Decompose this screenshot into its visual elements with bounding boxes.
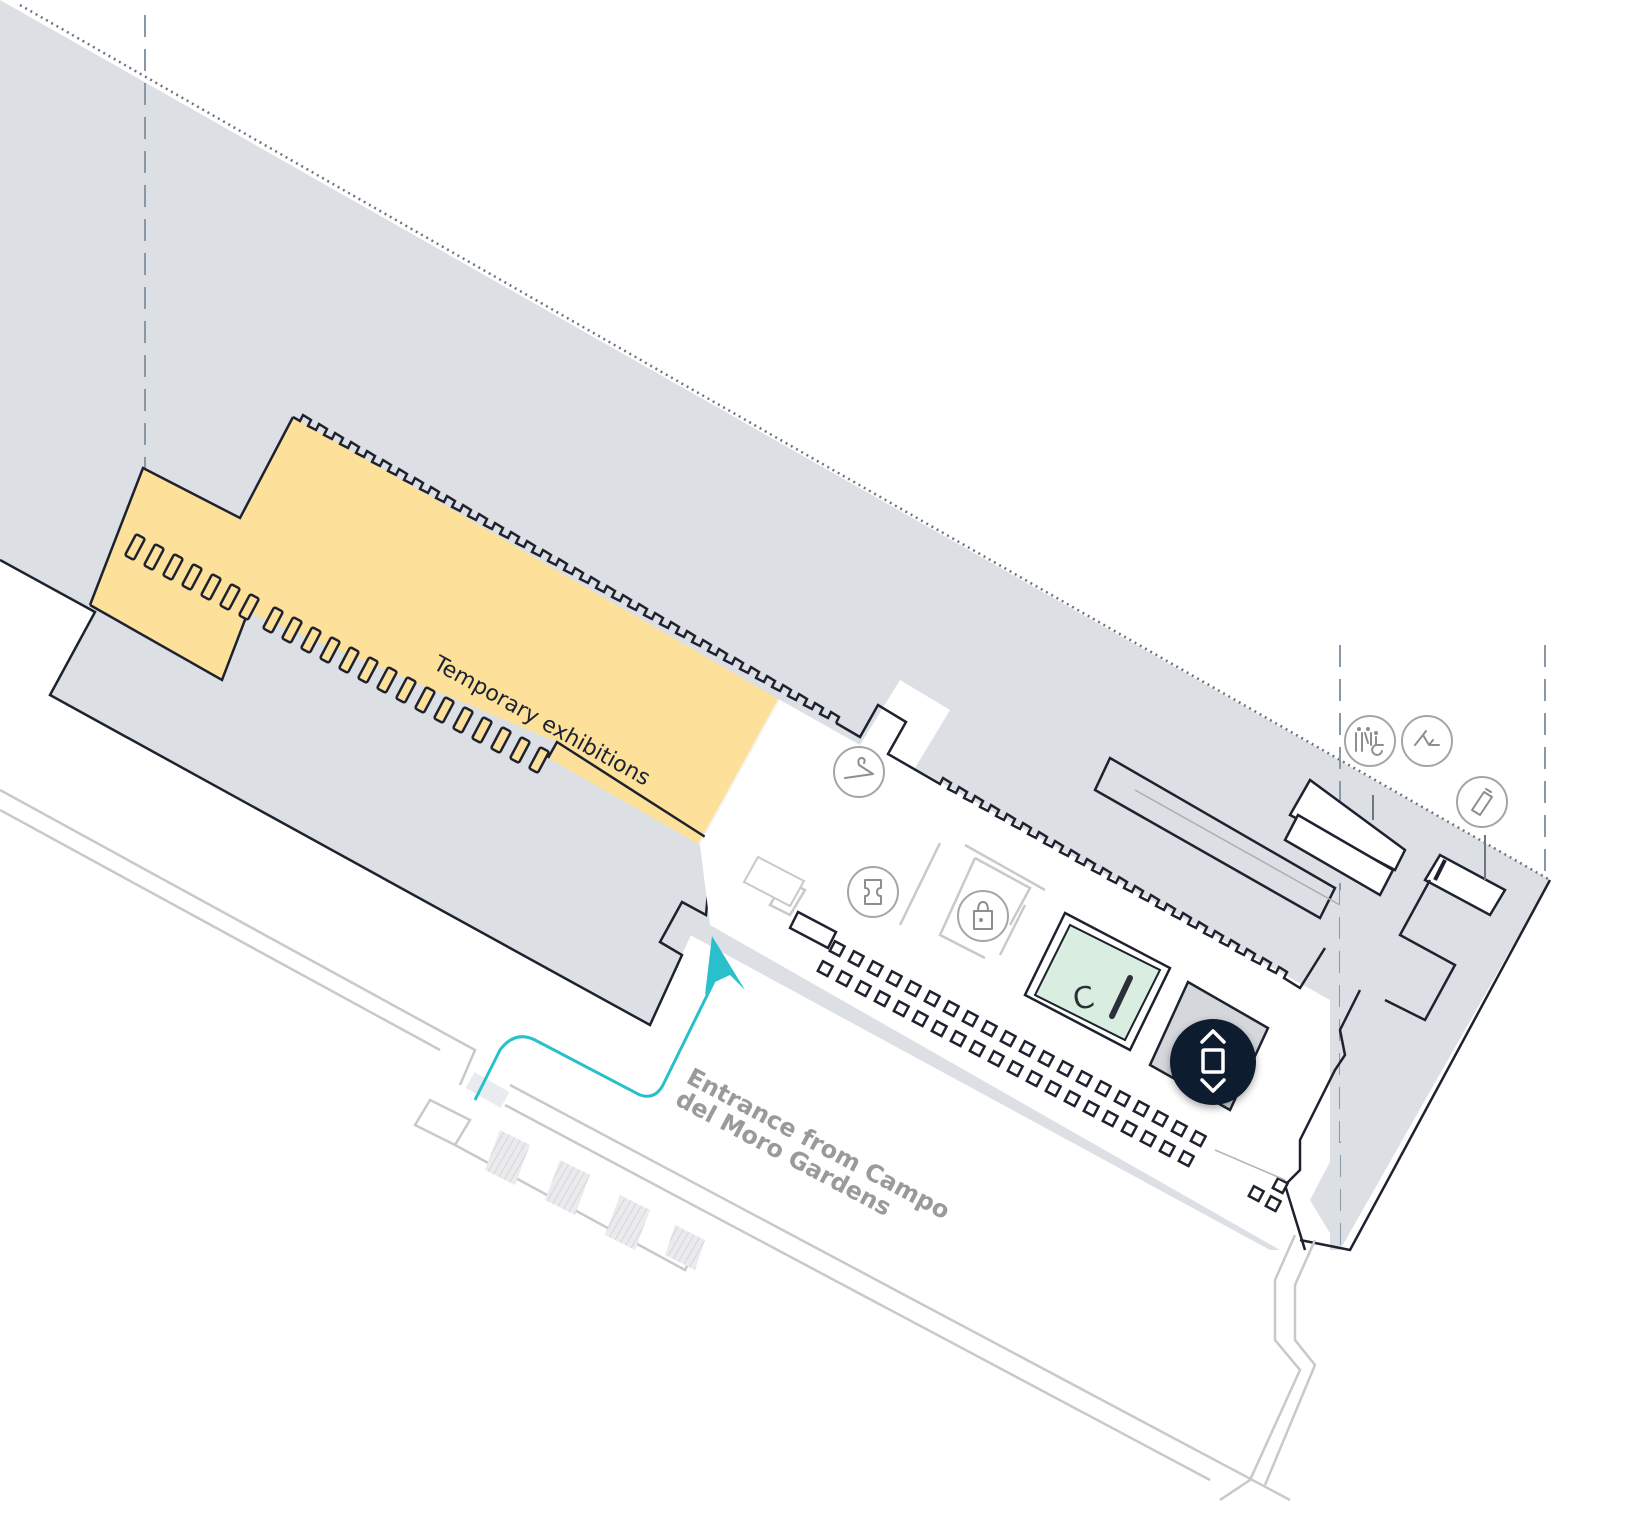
entrance-label: Entrance from Campo del Moro Gardens <box>671 1063 954 1226</box>
left-wing <box>0 558 712 1027</box>
service-rooms <box>1283 778 1552 1252</box>
baby-changing-poi[interactable] <box>1401 715 1453 767</box>
grid-guides <box>144 15 1546 1250</box>
cafe[interactable]: C <box>1023 911 1172 1052</box>
temporary-exhibitions-area: Temporary exhibitions <box>88 413 841 846</box>
accessible-toilets-icon <box>1355 727 1384 756</box>
water-poi[interactable] <box>1456 776 1508 828</box>
lobby <box>700 680 1341 1250</box>
baby-changing-icon <box>1414 730 1440 746</box>
shop-poi[interactable] <box>957 890 1009 942</box>
entrance-label-line1: Entrance from Campo <box>682 1063 954 1226</box>
seating-row <box>788 910 1290 1213</box>
entrance-route-arrow <box>473 936 745 1101</box>
garden-path <box>0 788 1317 1502</box>
hanger-icon <box>844 757 874 779</box>
toilets-poi[interactable] <box>1344 715 1396 767</box>
ticket-shop-fixtures <box>742 842 1046 960</box>
cloakroom-poi[interactable] <box>833 746 885 798</box>
shopping-bag-icon <box>973 901 993 930</box>
water-bottle-icon <box>1471 788 1493 816</box>
elevator-floor-switch-icon <box>1200 1029 1226 1093</box>
tickets-poi[interactable] <box>847 866 899 918</box>
lift-floor-switch-button[interactable] <box>1170 1019 1256 1105</box>
ticket-icon <box>864 879 882 905</box>
